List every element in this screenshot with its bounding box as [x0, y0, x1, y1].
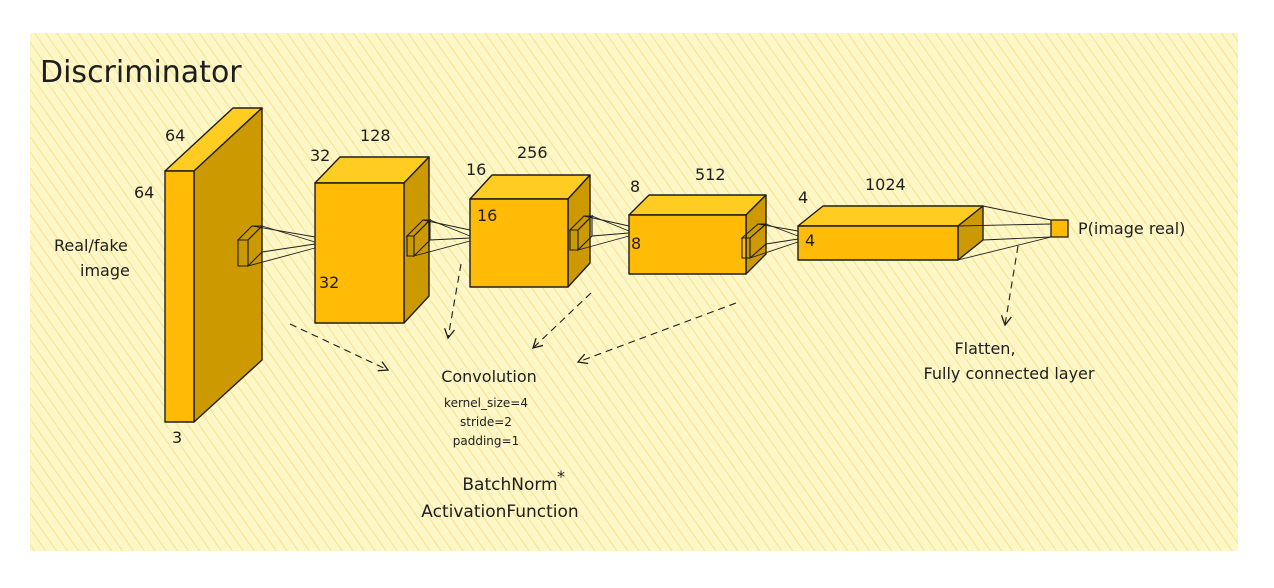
layer-32-front: [314, 182, 405, 324]
layer-8-block: [628, 194, 767, 275]
layer-4-block: [797, 205, 984, 261]
input-width-label: 64: [134, 183, 154, 202]
convolution-padding: padding=1: [453, 434, 519, 448]
kernel-lines-3: [577, 215, 630, 251]
layer-16-channels-label: 256: [517, 143, 548, 162]
activation-label: ActivationFunction: [421, 502, 578, 522]
layer-4-width-label: 4: [805, 231, 815, 250]
convolution-arrows: [289, 263, 737, 372]
layer-32-height-label: 32: [310, 146, 330, 165]
layer-8-front: [628, 214, 747, 275]
convolution-stride: stride=2: [460, 415, 512, 429]
input-height-label: 64: [165, 126, 185, 145]
arrow-from-layer-16: [532, 292, 592, 349]
output-label: P(image real): [1078, 219, 1185, 238]
diagram-title: Discriminator: [40, 55, 242, 90]
layer-8-channels-label: 512: [695, 165, 726, 184]
input-layer-front: [164, 170, 195, 423]
flatten-lines: [957, 205, 1052, 261]
input-channels-label: 3: [172, 428, 182, 447]
layer-4-top: [797, 205, 984, 227]
kernel-lines-1: [247, 225, 316, 267]
output-node: [1050, 219, 1069, 238]
flatten-label-line2: Fully connected layer: [924, 364, 1095, 383]
flatten-label-line1: Flatten,: [954, 339, 1015, 358]
arrow-from-input: [289, 323, 390, 372]
layer-16-front: [469, 198, 569, 288]
batchnorm-footnote-mark: *: [557, 467, 565, 486]
input-label-line1: Real/fake: [54, 236, 128, 255]
convolution-title: Convolution: [441, 367, 537, 386]
layer-8-height-label: 8: [630, 177, 640, 196]
kernel-lines-4: [749, 223, 799, 259]
batchnorm-label: BatchNorm: [462, 475, 557, 495]
arrow-to-flatten: [1000, 245, 1019, 327]
kernel-lines-2: [413, 219, 471, 257]
arrow-from-layer-32: [444, 263, 462, 340]
layer-16-height-label: 16: [466, 160, 486, 179]
layer-4-height-label: 4: [798, 188, 808, 207]
layer-32-block: [314, 156, 430, 324]
layer-16-width-label: 16: [477, 206, 497, 225]
input-layer-block: [164, 107, 263, 423]
layer-32-side: [403, 156, 430, 324]
layer-4-channels-label: 1024: [865, 175, 906, 194]
layer-8-top: [628, 194, 767, 216]
arrow-from-layer-8: [576, 302, 737, 365]
layer-4-front: [797, 225, 959, 261]
convolution-kernel-size: kernel_size=4: [444, 396, 528, 410]
input-label-line2: image: [80, 261, 130, 280]
layer-32-width-label: 32: [319, 273, 339, 292]
layer-8-width-label: 8: [631, 234, 641, 253]
layer-16-block: [469, 174, 591, 288]
layer-32-channels-label: 128: [360, 126, 391, 145]
